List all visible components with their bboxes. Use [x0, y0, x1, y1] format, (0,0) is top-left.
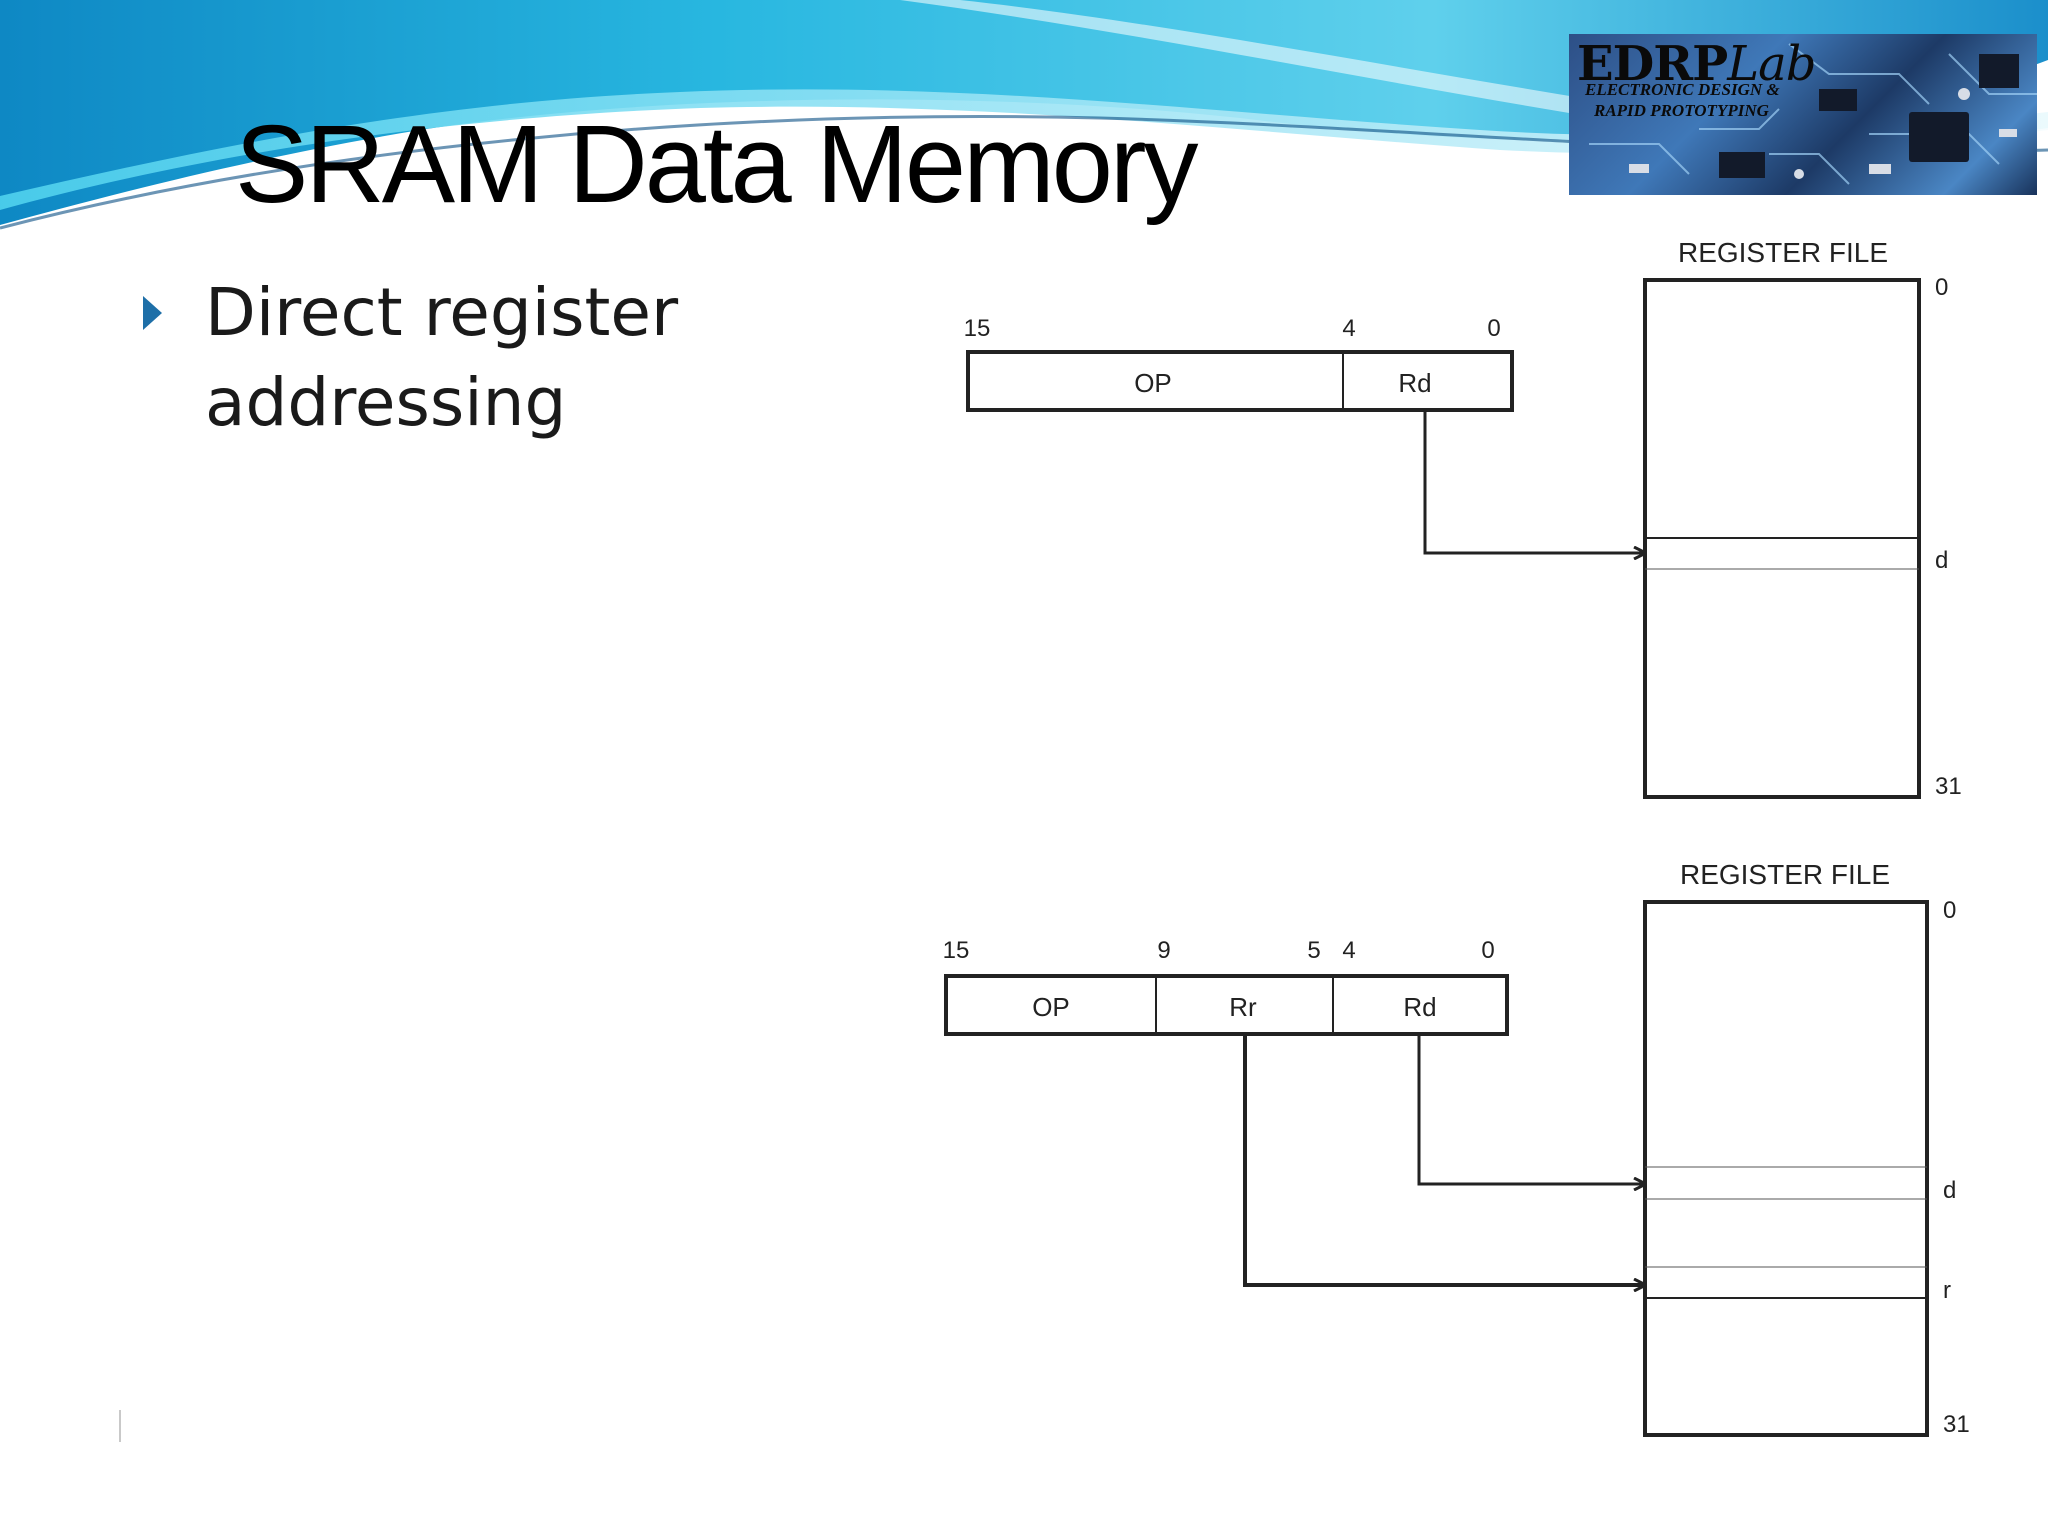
- index-label-31: 31: [1943, 1411, 1970, 1438]
- register-file-box: [1643, 900, 1929, 1437]
- index-label-r: r: [1943, 1277, 1951, 1304]
- index-label-d: d: [1943, 1177, 1956, 1204]
- edrp-lab-logo: EDRPLab ELECTRONIC DESIGN & RAPID PROTOT…: [1569, 34, 2037, 195]
- field-rd: Rd: [1398, 368, 1431, 398]
- field-rd: Rd: [1403, 992, 1436, 1022]
- bullet-text: Direct register addressing: [205, 274, 679, 441]
- bit-label-5: 5: [1307, 937, 1320, 964]
- rd-pointer-arrow: [1423, 410, 1645, 553]
- bit-label-15: 15: [943, 937, 970, 964]
- footer-divider: [119, 1410, 121, 1442]
- bit-label-4: 4: [1342, 937, 1355, 964]
- bullet-arrow-icon: [143, 296, 162, 330]
- bit-label-4: 4: [1342, 315, 1355, 342]
- bit-label-0: 0: [1487, 315, 1500, 342]
- index-label-0: 0: [1935, 274, 1948, 301]
- figure-single-operand: REGISTER FILE 15 4 0 OP Rd 0 d 31: [964, 237, 1962, 800]
- field-rr: Rr: [1229, 992, 1257, 1022]
- logo-name-bold: EDRP: [1577, 36, 1728, 92]
- index-label-d: d: [1935, 547, 1948, 574]
- circuit-board-icon: [1589, 43, 2037, 185]
- logo-subtitle-line1: ELECTRONIC DESIGN &: [1585, 80, 1780, 99]
- logo-subtitle-line2: RAPID PROTOTYPING: [1594, 101, 1769, 120]
- instruction-word-box: [966, 350, 1514, 412]
- figure-two-operands: REGISTER FILE 15 9 5 4 0 OP Rr Rd 0 d r …: [943, 859, 1970, 1438]
- field-op: OP: [1134, 368, 1172, 398]
- index-label-31: 31: [1935, 773, 1962, 800]
- instruction-word-box: [944, 974, 1509, 1036]
- rd-pointer-arrow: [1417, 1034, 1645, 1184]
- bit-label-0: 0: [1481, 937, 1494, 964]
- field-op: OP: [1032, 992, 1070, 1022]
- rr-pointer-arrow: [1243, 1034, 1645, 1285]
- register-file-label: REGISTER FILE: [1678, 237, 1888, 268]
- bit-label-15: 15: [964, 315, 991, 342]
- logo-title: EDRPLab: [1577, 36, 1816, 92]
- bit-label-9: 9: [1157, 937, 1170, 964]
- logo-name-italic: Lab: [1727, 36, 1816, 92]
- index-label-0: 0: [1943, 897, 1956, 924]
- slide-title: SRAM Data Memory: [235, 103, 1199, 226]
- register-file-label: REGISTER FILE: [1680, 859, 1890, 890]
